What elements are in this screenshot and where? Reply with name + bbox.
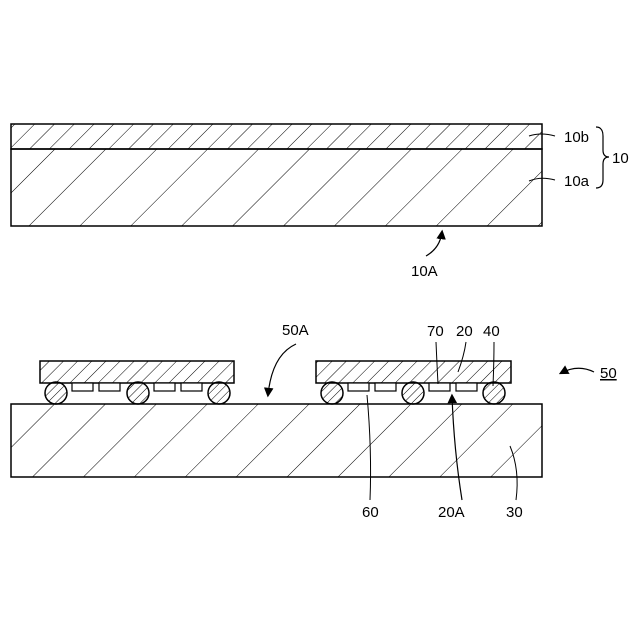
arrow-50 (561, 368, 594, 373)
label-10A: 10A (411, 263, 438, 280)
label-20: 20 (456, 323, 473, 340)
pad-left-3 (154, 383, 175, 391)
pad-right-1 (348, 383, 369, 391)
label-50: 50 (600, 365, 617, 382)
label-40: 40 (483, 323, 500, 340)
chip-right (316, 361, 511, 404)
chip-left-body (40, 361, 234, 383)
label-20A: 20A (438, 504, 465, 521)
bump-left-1 (45, 382, 67, 404)
bump-left-2 (127, 382, 149, 404)
pad-right-3 (429, 383, 450, 391)
pad-right-2 (375, 383, 396, 391)
label-10b: 10b (564, 129, 589, 146)
layer-10a (11, 149, 542, 226)
bump-right-3 (483, 382, 505, 404)
base-30 (11, 404, 542, 477)
label-50A: 50A (282, 322, 309, 339)
label-10a: 10a (564, 173, 590, 190)
chip-right-body (316, 361, 511, 383)
layer-10b (11, 124, 542, 149)
label-30: 30 (506, 504, 523, 521)
bump-left-3 (208, 382, 230, 404)
label-70: 70 (427, 323, 444, 340)
arrow-50A (268, 344, 296, 395)
bump-right-1 (321, 382, 343, 404)
pad-left-2 (99, 383, 120, 391)
label-10: 10 (612, 150, 629, 167)
pad-right-4 (456, 383, 477, 391)
brace-10 (596, 127, 609, 188)
pad-left-1 (72, 383, 93, 391)
bump-right-2 (402, 382, 424, 404)
substrate-10 (11, 124, 542, 226)
chip-left (40, 361, 234, 404)
arrow-10A (426, 232, 442, 256)
pad-left-4 (181, 383, 202, 391)
label-60: 60 (362, 504, 379, 521)
